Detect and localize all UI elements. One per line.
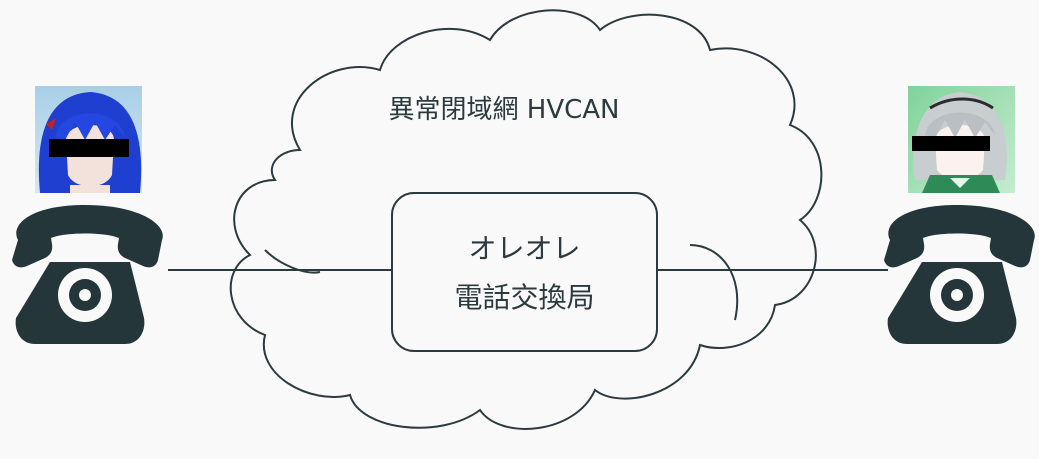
- right-telephone-icon: [884, 205, 1035, 344]
- cloud-shape: [229, 9, 823, 430]
- exchange-label-line2: 電話交換局: [454, 281, 594, 314]
- left-telephone-icon: [12, 205, 163, 344]
- network-title: 異常閉域網 HVCAN: [389, 95, 620, 125]
- right-avatar: [908, 86, 1015, 193]
- left-censor-bar: [49, 139, 129, 157]
- exchange-label-line1: オレオレ: [468, 232, 580, 265]
- exchange-node: オレオレ 電話交換局: [391, 192, 658, 352]
- right-censor-bar: [912, 136, 990, 151]
- left-avatar: [35, 86, 142, 193]
